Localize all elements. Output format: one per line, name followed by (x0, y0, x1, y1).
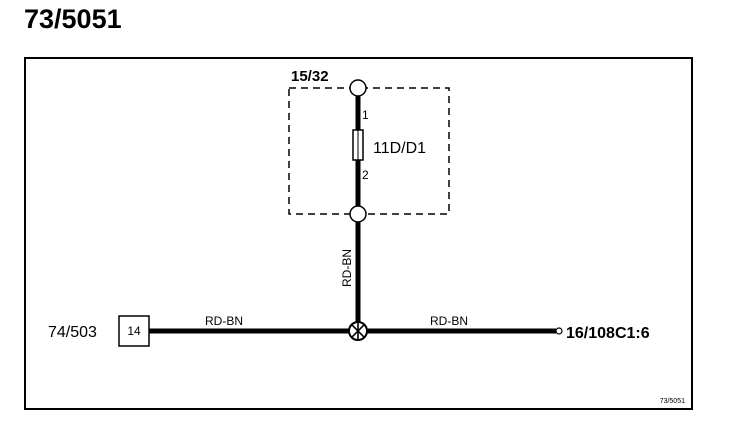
left-connector-box (118, 315, 150, 347)
splice-node (348, 321, 368, 341)
left-connector-pin-label: 14 (127, 324, 141, 338)
fuse-pin-top-label: 1 (362, 108, 369, 122)
connector-bottom-circle (349, 205, 367, 223)
terminal-end-circle (555, 327, 563, 335)
right-connector-ref-label: 16/108C1:6 (566, 325, 650, 342)
fuse-box-outline (288, 87, 450, 215)
left-connector-ref-label: 74/503 (48, 324, 97, 341)
wire-color-label-right: RD-BN (430, 314, 468, 328)
fuse-pin-bottom-label: 2 (362, 168, 369, 182)
fuse-label: 11D/D1 (373, 140, 426, 157)
wire-color-label-left: RD-BN (205, 314, 243, 328)
drawing-number-label: 73/5051 (660, 398, 685, 405)
wire-color-label-vertical: RD-BN (340, 249, 354, 287)
fuse-box-ref-label: 15/32 (291, 68, 329, 85)
page-title: 73/5051 (24, 4, 122, 34)
diagram-frame (24, 57, 693, 410)
connector-top-circle (349, 79, 367, 97)
